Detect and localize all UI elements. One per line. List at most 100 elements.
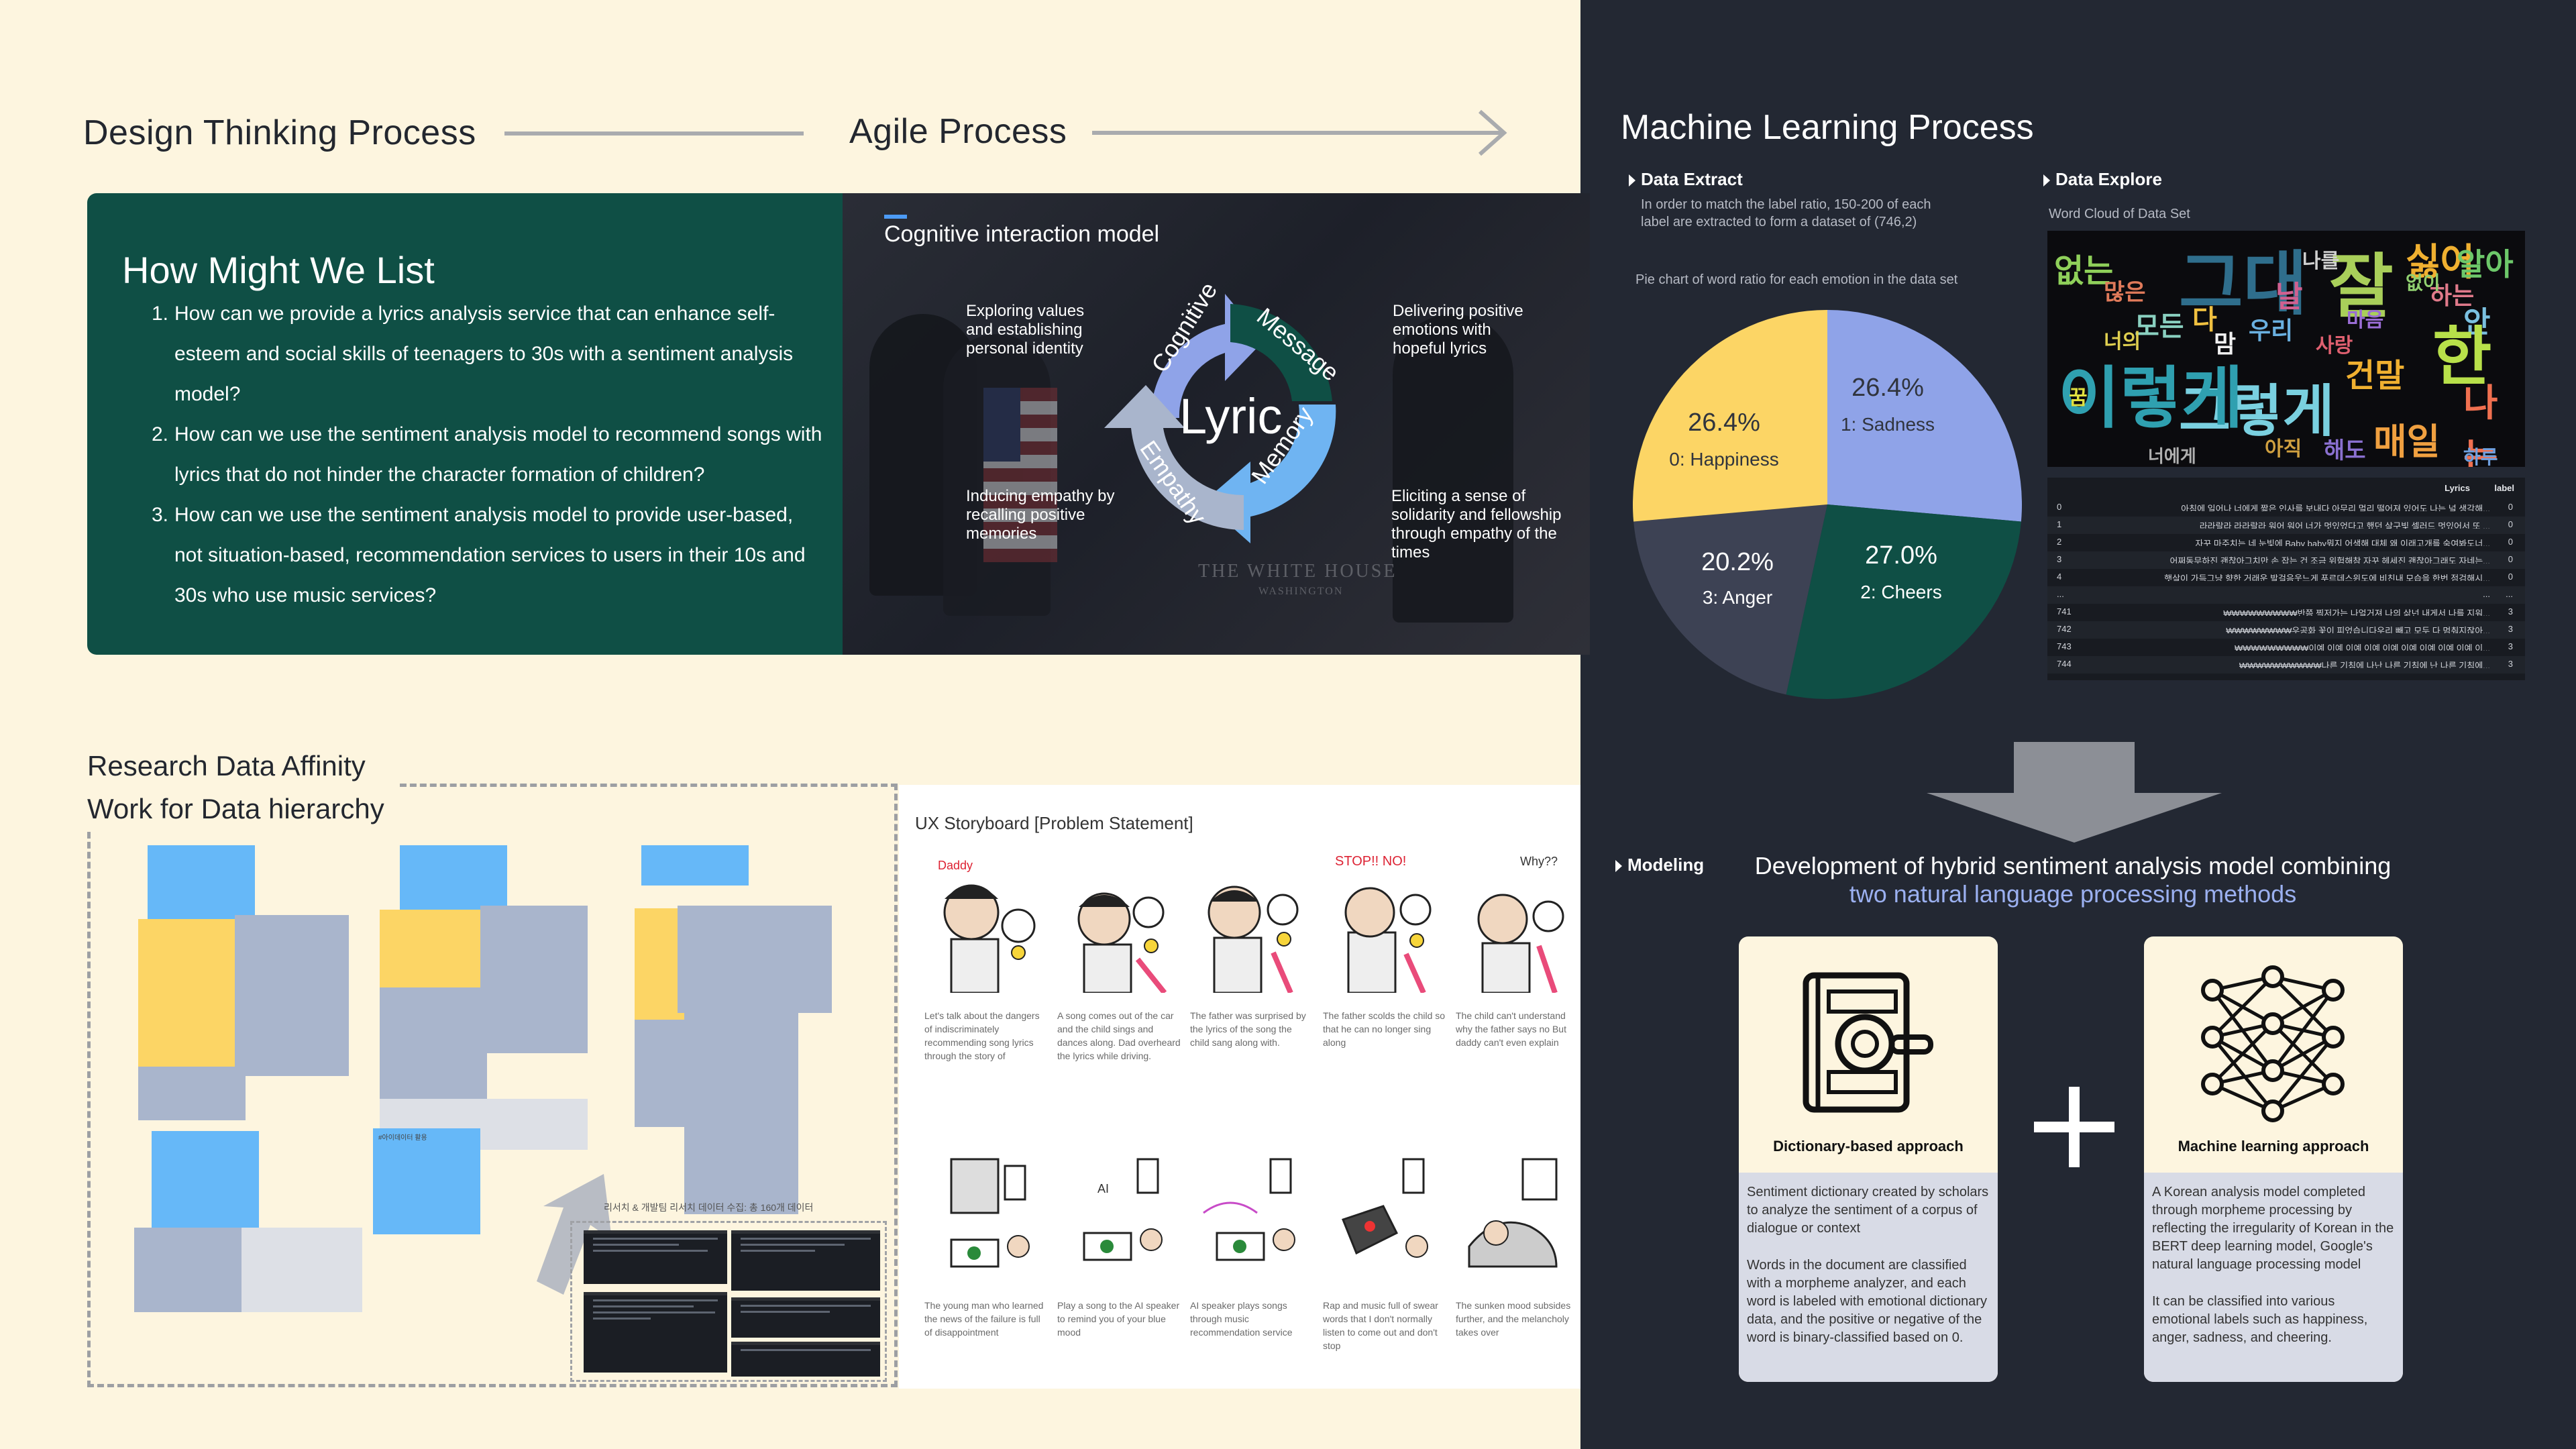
terminal-screenshot — [731, 1342, 880, 1377]
triangle-bullet-icon — [2043, 174, 2050, 187]
cloud-word: 하루 — [2463, 446, 2498, 467]
row-lyrics: ₩₩₩₩₩₩₩₩우공화 꽃이 피었습니다우리 빼고 모두 다 멈춰지잖아... — [2226, 626, 2490, 633]
sticky-note — [235, 915, 349, 1076]
cloud-word: 잘 — [2329, 246, 2394, 327]
cloud-word: 모든 — [2135, 311, 2184, 342]
data-extract-label: Data Extract — [1641, 169, 1743, 189]
cloud-word: 그렇게 — [2179, 378, 2334, 444]
sticky-note — [134, 1228, 241, 1312]
hmw-list: 1.How can we provide a lyrics analysis s… — [152, 294, 822, 616]
pie-label-happiness: 0: Happiness — [1669, 449, 1778, 470]
cloud-word: 없이 — [2406, 272, 2440, 294]
bubble-text: Why?? — [1520, 855, 1558, 868]
row-index: ... — [2057, 589, 2064, 599]
storyboard-caption: The father was surprised by the lyrics o… — [1190, 1010, 1306, 1048]
row-index: 742 — [2057, 624, 2072, 634]
affinity-board: #아이데이터 활용 리서치 & 개발팀 리서치 데이터 수집: 총 160개 데… — [134, 832, 892, 1382]
sticky-note — [138, 919, 246, 1067]
data-explore-heading: Data Explore — [2043, 169, 2162, 190]
design-thinking-title: Design Thinking Process — [83, 113, 476, 152]
pie-slices — [1633, 310, 2022, 699]
cloud-word: 매일 — [2373, 421, 2440, 463]
storyboard-frame-7: AI — [1083, 1158, 1163, 1261]
cloud-word: 너의 — [2104, 330, 2141, 354]
process-connector-line — [504, 131, 804, 136]
row-label: 0 — [2508, 519, 2513, 529]
note-bottom-left: Inducing empathy by recalling positive m… — [966, 487, 1115, 543]
cloud-word: 나를 — [2302, 250, 2340, 273]
cloud-word: 너에게 — [2148, 447, 2196, 467]
machine-learning-approach-card: Machine learning approach A Korean analy… — [2144, 936, 2403, 1382]
how-might-we-card: How Might We List 1.How can we provide a… — [87, 193, 844, 655]
cloud-word: 한 — [2432, 319, 2492, 394]
row-lyrics: ₩₩₩₩₩₩₩₩₩반쯤 찍저가는 나얼거져 나의 삶넌 내게서 나를 지워... — [2223, 608, 2490, 616]
row-index: 1 — [2057, 519, 2062, 529]
pie-percent-sadness: 26.4% — [1851, 374, 1924, 402]
cloud-word: 해도 — [2324, 437, 2366, 464]
data-extract-desc: In order to match the label ratio, 150-2… — [1641, 197, 1931, 229]
note-top-right: Delivering positive emotions with hopefu… — [1393, 302, 1523, 358]
row-lyrics: 라라랄라 라라랄라 워어 워어 너가 멋있었다고 했던 살구빛 셀러드 멋있어서… — [2199, 521, 2490, 529]
agile-process-title: Agile Process — [849, 112, 1067, 151]
ml-process-title: Machine Learning Process — [1621, 108, 2034, 147]
machine-learning-approach-desc: A Korean analysis model completed throug… — [2144, 1173, 2403, 1382]
modeling-label: Modeling — [1627, 855, 1705, 875]
table-row: 743₩₩₩₩₩₩₩₩₩이예 이예 이예 이예 이예 이예 이예 이예 이예 이… — [2047, 639, 2525, 656]
research-title-line2: Work for Data hierarchy — [87, 793, 384, 824]
arrow-empathy — [1104, 385, 1244, 530]
data-extract-heading: Data Extract — [1629, 169, 1743, 190]
dictionary-card-header: Dictionary-based approach — [1739, 936, 1998, 1173]
flag-image — [983, 388, 1057, 562]
row-lyrics: ... — [2483, 589, 2490, 598]
storyboard-frame-8 — [1203, 1158, 1295, 1261]
modeling-title-line1: Development of hybrid sentiment analysis… — [1754, 852, 2392, 879]
sticky-note — [241, 1228, 302, 1312]
cloud-word: 알아 — [2457, 246, 2514, 282]
row-label: 0 — [2508, 502, 2513, 512]
storyboard-caption: Rap and music full of swear words that I… — [1323, 1300, 1438, 1351]
sticky-note — [641, 845, 749, 885]
cloud-word: 많은 — [2104, 279, 2146, 306]
row-label: 3 — [2508, 641, 2513, 651]
row-lyrics: ₩₩₩₩₩₩₩₩₩이예 이예 이예 이예 이예 이예 이예 이예 이예 이... — [2234, 643, 2490, 651]
row-label: 3 — [2508, 624, 2513, 634]
white-house-sign: THE WHITE HOUSE — [1198, 561, 1397, 582]
word-cloud-caption: Word Cloud of Data Set — [2049, 207, 2190, 221]
hmw-item: 3.How can we use the sentiment analysis … — [152, 495, 822, 616]
hmw-item-text: How can we use the sentiment analysis mo… — [174, 504, 806, 606]
row-label: 3 — [2508, 606, 2513, 616]
down-arrow-icon — [1927, 742, 2222, 843]
hmw-item-number: 1. — [152, 303, 169, 325]
row-index: 3 — [2057, 554, 2062, 564]
row-lyrics: 자꾸 마주치는 네 눈빛에 Baby baby뭐지 어색해 대체 왜 이래고개를… — [2195, 539, 2490, 546]
column-header-label: label — [2494, 483, 2514, 493]
table-header-row: Lyrics label — [2047, 480, 2525, 498]
sticky-note — [731, 906, 832, 1013]
cloud-word: 이렇게 — [2058, 359, 2243, 437]
dictionary-desc-1: Sentiment dictionary created by scholars… — [1747, 1185, 1989, 1236]
process-arrow-icon — [1092, 109, 1507, 156]
storyboard-caption: The young man who learned the news of th… — [924, 1300, 1044, 1338]
sticky-note: #아이데이터 활용 — [373, 1128, 480, 1234]
row-label: ... — [2506, 589, 2513, 599]
pie-percent-happiness: 26.4% — [1688, 409, 1760, 437]
terminal-screenshot — [731, 1230, 880, 1291]
sticky-note — [684, 1013, 798, 1214]
cloud-word: 싫어 — [2406, 241, 2475, 284]
row-index: 4 — [2057, 572, 2062, 582]
note-bottom-right: Eliciting a sense of solidarity and fell… — [1391, 487, 1562, 561]
row-index: 0 — [2057, 502, 2062, 512]
row-lyrics: 어쩌동무하진 괜찮아그치만 손 잡는 건 조금 위험해참 자꾸 헤세진 괜찮아그… — [2169, 556, 2490, 564]
cloud-word: 날 — [2275, 280, 2303, 314]
hmw-item: 1.How can we provide a lyrics analysis s… — [152, 294, 822, 415]
pie-slice-cheers — [1786, 504, 2021, 699]
triangle-bullet-icon — [1615, 860, 1622, 873]
sticky-note — [487, 1099, 588, 1150]
terminal-screenshot — [731, 1297, 880, 1338]
table-row: 3 어쩌동무하진 괜찮아그치만 손 잡는 건 조금 위험해참 자꾸 헤세진 괜찮아… — [2047, 551, 2525, 569]
hmw-item: 2.How can we use the sentiment analysis … — [152, 415, 822, 495]
cloud-word: 건말 — [2345, 357, 2405, 394]
pie-label-cheers: 2: Cheers — [1860, 582, 1941, 602]
